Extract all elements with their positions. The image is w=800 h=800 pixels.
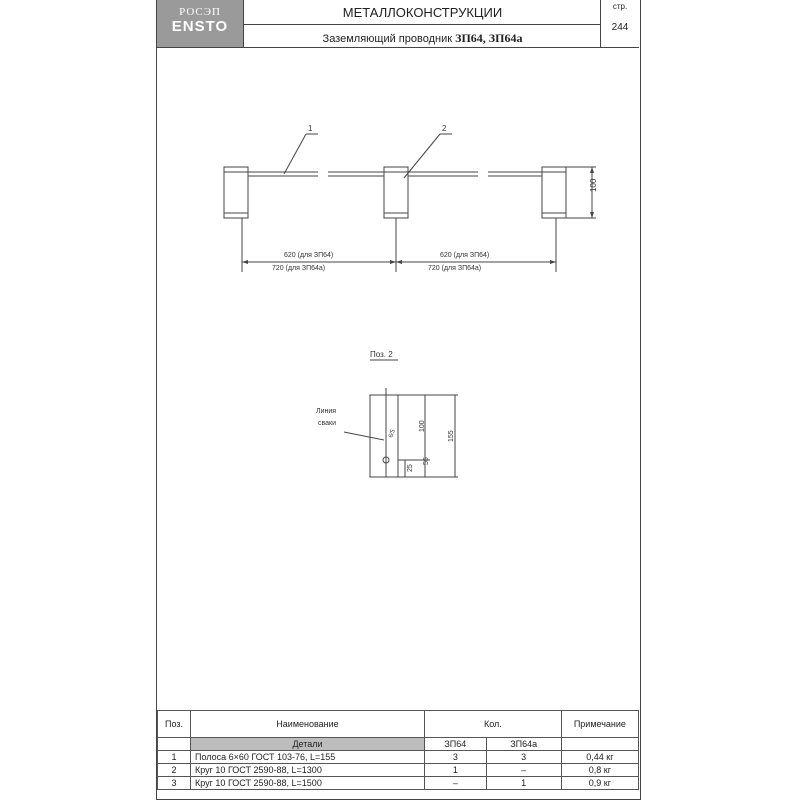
callout-2: 2 <box>442 124 447 133</box>
title-divider <box>243 24 601 25</box>
callout-1: 1 <box>308 124 313 133</box>
header-pos: Поз. <box>157 710 191 738</box>
sheet-label: стр. <box>612 2 628 11</box>
section-label: Детали <box>190 737 425 751</box>
header-note: Примечание <box>560 710 640 738</box>
dim-100: 100 <box>419 420 426 432</box>
subtitle-codes: ЗП64, ЗП64а <box>455 31 523 45</box>
row-pos: 3 <box>157 776 191 790</box>
title-divider <box>243 0 244 47</box>
row-name: Круг 10 ГОСТ 2590-88, L=1500 <box>190 776 425 790</box>
title-divider <box>600 0 601 47</box>
weld-label-2: сваки <box>318 420 336 427</box>
document-subtitle: Заземляющий проводник ЗП64, ЗП64а <box>245 31 600 46</box>
assembly-drawing: 1 2 100 620 (для ЗП64) 720 (для ЗП64а) 6… <box>223 124 598 478</box>
row-name: Круг 10 ГОСТ 2590-88, L=1300 <box>190 763 425 777</box>
row-qty-1: 3 <box>424 750 487 764</box>
title-divider <box>157 47 639 48</box>
row-qty-2: 3 <box>485 750 562 764</box>
specification-table: Поз. Наименование Кол. Примечание Детали… <box>157 710 640 790</box>
document-title: МЕТАЛЛОКОНСТРУКЦИИ <box>342 5 503 20</box>
dim-left-a: 620 (для ЗП64) <box>284 252 333 259</box>
qty-col-2: ЗП64а <box>485 737 562 751</box>
weld-mark: 6/5 <box>388 428 397 439</box>
plate-middle <box>383 166 409 219</box>
sheet-number: 244 <box>611 22 629 33</box>
subtitle-prefix: Заземляющий проводник <box>322 33 453 45</box>
table-section-row: Детали ЗП64 ЗП64а <box>157 737 640 751</box>
detail-plate <box>369 394 399 478</box>
row-qty-2: – <box>485 763 562 777</box>
dim-55: 55 <box>423 457 430 465</box>
row-qty-2: 1 <box>485 776 562 790</box>
plate-right <box>541 166 567 219</box>
table-row: 1 Полоса 6×60 ГОСТ 103-76, L=155 3 3 0,4… <box>157 750 640 764</box>
detail-title: Поз. 2 <box>370 350 393 359</box>
row-name: Полоса 6×60 ГОСТ 103-76, L=155 <box>190 750 425 764</box>
row-note: 0,9 кг <box>560 776 640 790</box>
company-logo: РОСЭП ENSTO <box>157 0 243 47</box>
logo-bottom-text: ENSTO <box>171 18 229 35</box>
header-qty: Кол. <box>424 710 562 738</box>
row-qty-1: 1 <box>424 763 487 777</box>
row-pos: 1 <box>157 750 191 764</box>
row-note: 0,44 кг <box>560 750 640 764</box>
logo-top-text: РОСЭП <box>179 6 221 18</box>
dim-left-b: 720 (для ЗП64а) <box>272 265 325 272</box>
row-pos: 2 <box>157 763 191 777</box>
plate-left <box>223 166 249 219</box>
dim-155: 155 <box>448 430 455 442</box>
table-row: 3 Круг 10 ГОСТ 2590-88, L=1500 – 1 0,9 к… <box>157 776 640 790</box>
dim-25: 25 <box>407 464 414 472</box>
dim-right-a: 620 (для ЗП64) <box>440 252 489 259</box>
row-qty-1: – <box>424 776 487 790</box>
height-dim-label: 100 <box>589 178 598 192</box>
qty-col-1: ЗП64 <box>424 737 487 751</box>
table-row: 2 Круг 10 ГОСТ 2590-88, L=1300 1 – 0,8 к… <box>157 763 640 777</box>
header-name: Наименование <box>190 710 425 738</box>
row-note: 0,8 кг <box>560 763 640 777</box>
dim-right-b: 720 (для ЗП64а) <box>428 265 481 272</box>
weld-label-1: Линия <box>316 408 336 415</box>
table-header-row: Поз. Наименование Кол. Примечание <box>157 710 640 738</box>
